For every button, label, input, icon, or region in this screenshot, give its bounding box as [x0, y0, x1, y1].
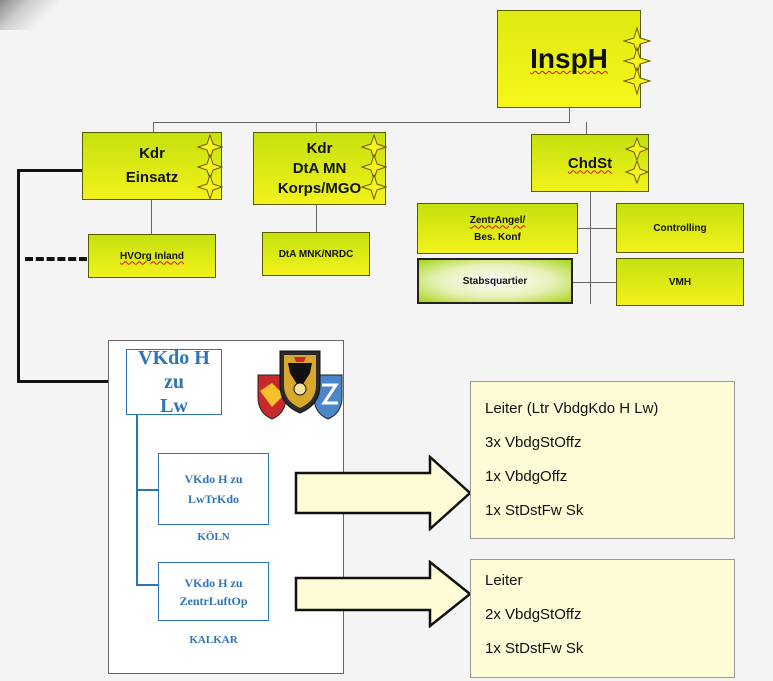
connector-line-thick: [17, 380, 126, 383]
info-line: Leiter (Ltr VbdgKdo H Lw): [485, 400, 659, 417]
connector-line-thick: [17, 169, 20, 382]
vkdo-main-line1: VKdo H zu: [138, 347, 210, 393]
kdr-dta-line1: Kdr: [306, 139, 333, 157]
vkdo-main-box: VKdo H zu Lw: [126, 347, 222, 417]
insph-label: InspH: [530, 43, 608, 74]
kdr-einsatz-line1: Kdr: [139, 145, 165, 162]
connector-line: [151, 200, 152, 234]
vkdo-lwtrkdo-line1: VKdo H zu: [184, 472, 243, 486]
connector-line: [586, 122, 587, 134]
vkdo-zentrluftop-line1: VKdo H zu: [184, 575, 243, 590]
zentrangel-line2: Bes. Konf: [474, 231, 521, 243]
info-box-lwtrkdo: Leiter (Ltr VbdgKdo H Lw) 3x VbdgStOffz …: [470, 381, 735, 539]
connector-line: [153, 122, 154, 132]
controlling-label: Controlling: [653, 222, 707, 234]
zentrangel-line1: ZentrAngel/: [469, 214, 526, 226]
general-stars-icon: [197, 134, 223, 200]
info-line: 3x VbdgStOffz: [485, 434, 582, 451]
vmh-box: VMH: [616, 258, 744, 306]
info-line: 1x StDstFw Sk: [485, 640, 584, 657]
connector-line: [573, 282, 616, 283]
controlling-box: Controlling: [616, 203, 744, 253]
coat-of-arms-icon: [257, 350, 343, 420]
kdr-dta-line2: DtA MN: [292, 159, 347, 177]
vkdo-lwtrkdo-line2: LwTrKdo: [187, 492, 240, 506]
connector-line: [569, 108, 570, 122]
vkdo-connector: [136, 415, 138, 585]
general-stars-icon: [361, 134, 387, 200]
connector-line: [590, 192, 591, 304]
kdr-dta-box: Kdr DtA MN Korps/MGO: [253, 132, 386, 205]
general-stars-icon: [624, 137, 650, 185]
dta-mnk-nrdc-box: DtA MNK/NRDC: [262, 232, 370, 276]
info-line: 1x VbdgOffz: [485, 468, 568, 485]
chdst-box: ChdSt: [531, 134, 649, 192]
general-stars-icon: [622, 26, 652, 96]
city-label-koeln: KÖLN: [197, 531, 230, 543]
chdst-label: ChdSt: [567, 154, 613, 172]
connector-line: [578, 228, 616, 229]
connector-line: [153, 122, 570, 123]
info-line: 1x StDstFw Sk: [485, 502, 584, 519]
vkdo-connector: [136, 584, 158, 586]
connector-line: [316, 122, 317, 132]
stabsquartier-label: Stabsquartier: [462, 275, 528, 287]
info-line: Leiter: [485, 572, 523, 589]
connector-line: [316, 205, 317, 232]
vmh-label: VMH: [668, 276, 692, 288]
kdr-einsatz-box: Kdr Einsatz: [82, 132, 222, 200]
vkdo-main-line2: Lw: [160, 395, 188, 417]
hvorg-inland-label: HVOrg Inland: [120, 250, 184, 262]
zentrangel-box: ZentrAngel/ Bes. Konf: [417, 203, 578, 254]
kdr-einsatz-line2: Einsatz: [125, 169, 179, 186]
hvorg-inland-box: HVOrg Inland: [88, 234, 216, 278]
corner-shadow: [0, 0, 60, 30]
info-box-zentrluftop: Leiter 2x VbdgStOffz 1x StDstFw Sk: [470, 559, 735, 678]
insph-box: InspH: [497, 10, 641, 108]
dta-mnk-nrdc-label: DtA MNK/NRDC: [278, 248, 354, 260]
vkdo-lwtrkdo-box: VKdo H zu LwTrKdo: [158, 453, 269, 525]
arrow-right-icon: [294, 560, 473, 628]
info-line: 2x VbdgStOffz: [485, 606, 582, 623]
connector-line-thick: [17, 169, 82, 172]
stabsquartier-box: Stabsquartier: [417, 258, 573, 304]
vkdo-zentrluftop-box: VKdo H zu ZentrLuftOp: [158, 562, 269, 621]
vkdo-zentrluftop-line2: ZentrLuftOp: [179, 593, 248, 608]
vkdo-connector: [136, 489, 158, 491]
connector-line-dashed: [25, 257, 87, 261]
kdr-dta-line3: Korps/MGO: [277, 179, 362, 197]
city-label-kalkar: KALKAR: [189, 634, 238, 646]
arrow-right-icon: [294, 455, 472, 531]
